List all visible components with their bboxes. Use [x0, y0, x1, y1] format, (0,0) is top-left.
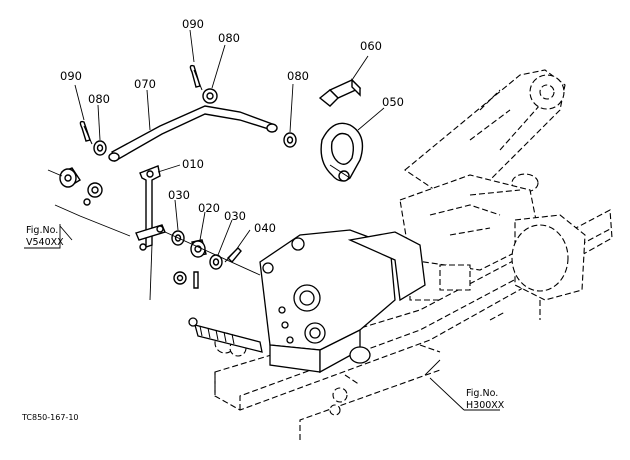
washer-080-right [283, 132, 297, 148]
part-010-lever [135, 165, 166, 251]
washer-080-left [93, 140, 107, 156]
label-080-right: 080 [287, 69, 309, 83]
label-030-a: 030 [168, 188, 190, 202]
fig-ref-v540-line1: Fig.No. [26, 225, 58, 236]
label-050: 050 [382, 95, 404, 109]
bushing-set-left [47, 167, 131, 237]
figure-code: TC850-167-10 [21, 413, 79, 422]
label-030-b: 030 [224, 209, 246, 223]
washer-pin-lower [173, 271, 199, 289]
label-080-left: 080 [88, 92, 110, 106]
pin-090-top [189, 64, 203, 91]
callout-leaders [59, 29, 441, 376]
pin-090-left [79, 120, 93, 145]
fig-ref-h300-line2: H300XX [466, 400, 505, 411]
fig-ref-v540-line2: V540XX [26, 237, 64, 248]
label-070: 070 [134, 77, 156, 91]
label-090-top: 090 [182, 17, 204, 31]
collar-020 [190, 239, 207, 258]
label-060: 060 [360, 39, 382, 53]
label-080-top: 080 [218, 31, 240, 45]
part-060-clip [318, 78, 362, 107]
valve-body [188, 229, 426, 374]
fig-ref-v540: Fig.No. V540XX [24, 224, 64, 249]
part-070-rod [108, 105, 278, 163]
label-040: 040 [254, 221, 276, 235]
label-020: 020 [198, 201, 220, 215]
label-090-left: 090 [60, 69, 82, 83]
fig-ref-h300-line1: Fig.No. [466, 388, 498, 399]
fig-ref-h300: Fig.No. H300XX [429, 377, 505, 411]
part-050-cam-plate [320, 122, 364, 182]
label-010: 010 [182, 157, 204, 171]
washer-080-top [202, 88, 218, 104]
